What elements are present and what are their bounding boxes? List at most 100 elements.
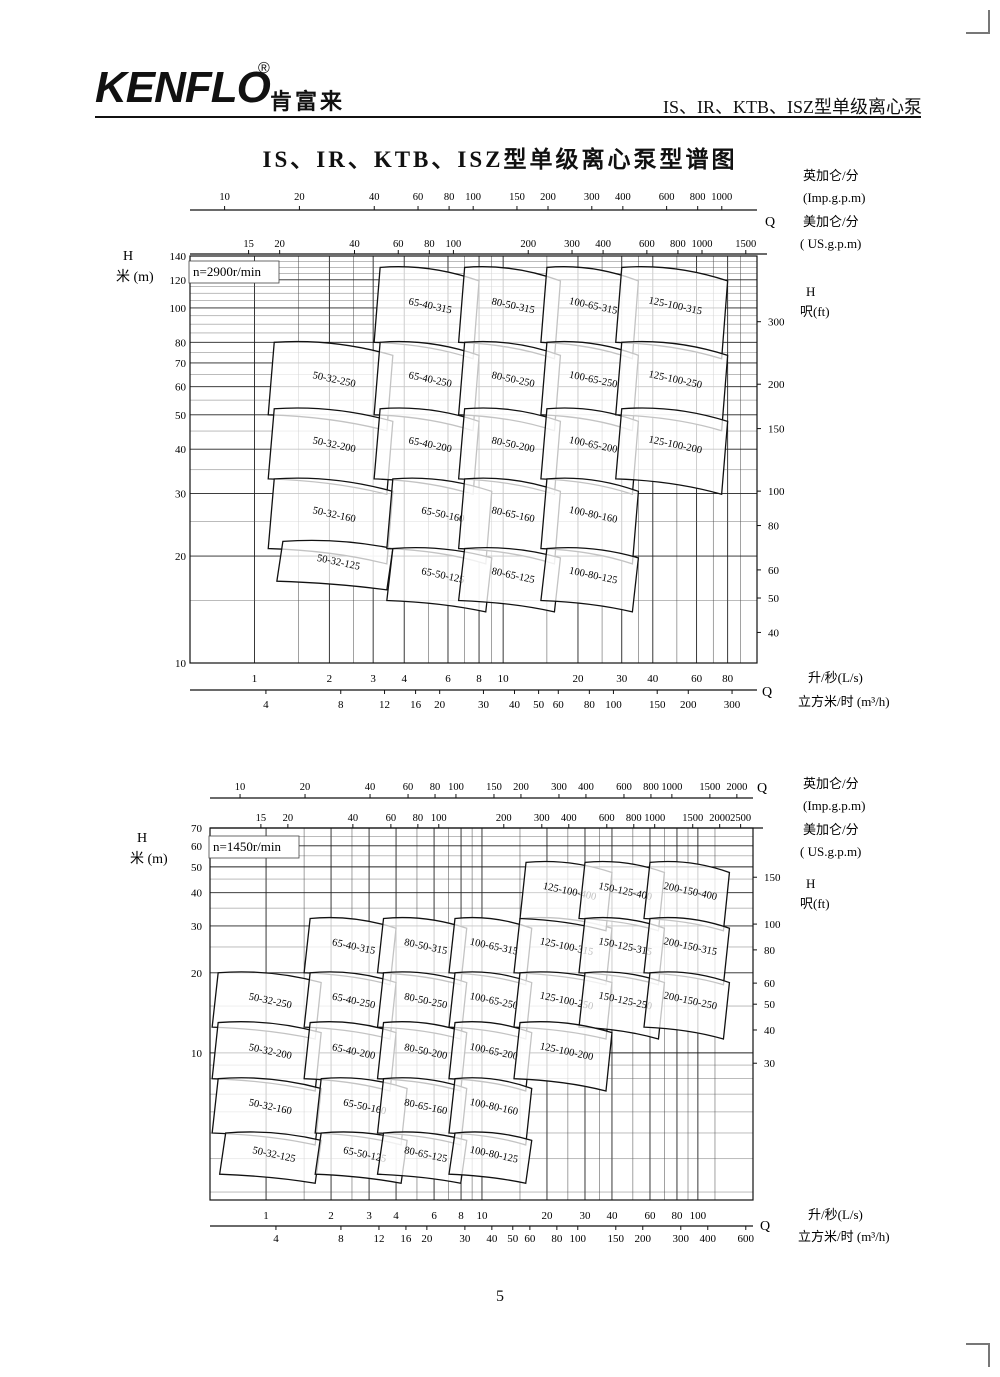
us-tick-label: 600 (599, 813, 615, 824)
brand-logo-chinese: 肯富来 (270, 89, 346, 114)
us-tick-label: 800 (670, 239, 686, 250)
us-tick-label: 300 (534, 813, 550, 824)
ft-tick-label: 30 (764, 1058, 776, 1070)
y-tick-label: 70 (191, 823, 203, 835)
ls-tick-label: 4 (401, 673, 407, 685)
ft-axis-label: H (806, 876, 815, 891)
y-tick-label: 20 (175, 551, 187, 563)
m3h-tick-label: 200 (680, 699, 697, 711)
imp-tick-label: 1000 (661, 782, 682, 793)
pump-region (513, 1021, 613, 1092)
imp-tick-label: 20 (294, 192, 305, 203)
m3h-tick-label: 60 (524, 1233, 536, 1245)
m3h-tick-label: 16 (400, 1233, 412, 1245)
ft-tick-label: 60 (768, 565, 780, 577)
y-tick-label: 70 (175, 358, 187, 370)
imp-tick-label: 300 (584, 192, 600, 203)
ls-tick-label: 4 (393, 1210, 399, 1222)
m3h-tick-label: 100 (605, 699, 622, 711)
us-tick-label: 200 (496, 813, 512, 824)
speed-label-box (188, 260, 280, 284)
m3h-tick-label: 8 (338, 1233, 344, 1245)
ft-tick-label: 40 (764, 1025, 776, 1037)
header-title: IS、IR、KTB、ISZ型单级离心泵 (662, 97, 922, 117)
header-divider (95, 116, 921, 118)
brand-logo: KENFLO (95, 63, 271, 112)
us-tick-label: 20 (274, 239, 285, 250)
y-axis-unit: 米 (m) (130, 851, 168, 867)
ls-tick-label: 6 (431, 1210, 437, 1222)
us-tick-label: 300 (564, 239, 580, 250)
imp-tick-label: 40 (365, 782, 376, 793)
pump-region (276, 539, 394, 591)
us-tick-label: 20 (283, 813, 294, 824)
ls-tick-label: 3 (370, 673, 376, 685)
m3h-tick-label: 150 (608, 1233, 625, 1245)
pump-region (540, 547, 640, 613)
imp-label-cn: 英加仑/分 (803, 168, 859, 183)
y-tick-label: 50 (175, 410, 187, 422)
imp-label: (Imp.g.p.m) (803, 798, 865, 813)
imp-tick-label: 60 (413, 192, 424, 203)
us-tick-label: 600 (639, 239, 655, 250)
m3h-tick-label: 300 (724, 699, 741, 711)
ls-tick-label: 6 (445, 673, 451, 685)
page-number: 5 (496, 1288, 504, 1305)
us-tick-label: 100 (446, 239, 462, 250)
y-tick-label: 60 (191, 841, 203, 853)
ls-tick-label: 20 (572, 673, 584, 685)
ft-tick-label: 50 (764, 999, 776, 1011)
speed-label-box (208, 835, 300, 859)
us-tick-label: 80 (413, 813, 424, 824)
page-title: IS、IR、KTB、ISZ型单级离心泵型谱图 (262, 147, 738, 172)
ft-tick-label: 150 (764, 872, 781, 884)
ls-tick-label: 1 (263, 1210, 269, 1222)
ft-tick-label: 100 (768, 486, 785, 498)
y-tick-label: 30 (175, 489, 187, 501)
us-label-cn: 美加仑/分 (803, 214, 859, 229)
m3h-tick-label: 8 (338, 699, 344, 711)
ls-tick-label: 40 (606, 1210, 618, 1222)
m3h-axis-label: 立方米/时 (m³/h) (798, 1229, 890, 1244)
y-tick-label: 120 (170, 275, 187, 287)
m3h-tick-label: 20 (421, 1233, 433, 1245)
pump-region (643, 971, 731, 1040)
imp-tick-label: 80 (444, 192, 455, 203)
y-tick-label: 40 (191, 888, 203, 900)
us-tick-label: 2000 (709, 813, 730, 824)
m3h-tick-label: 40 (486, 1233, 498, 1245)
m3h-tick-label: 150 (649, 699, 666, 711)
us-tick-label: 15 (243, 239, 254, 250)
imp-tick-label: 80 (430, 782, 441, 793)
us-label-cn: 美加仑/分 (803, 822, 859, 837)
ls-tick-label: 80 (722, 673, 734, 685)
us-tick-label: 800 (626, 813, 642, 824)
y-tick-label: 60 (175, 382, 187, 394)
y-tick-label: 20 (191, 968, 203, 980)
ls-tick-label: 60 (691, 673, 703, 685)
ls-tick-label: 20 (541, 1210, 553, 1222)
ft-axis-unit: 呎(ft) (800, 304, 830, 319)
m3h-tick-label: 40 (509, 699, 521, 711)
m3h-tick-label: 50 (507, 1233, 519, 1245)
imp-tick-label: 150 (509, 192, 525, 203)
us-tick-label: 400 (595, 239, 611, 250)
imp-tick-label: 1500 (699, 782, 720, 793)
ls-tick-label: 40 (647, 673, 659, 685)
pump-region (615, 407, 729, 496)
imp-tick-label: 400 (578, 782, 594, 793)
ls-tick-label: 10 (498, 673, 510, 685)
ft-tick-label: 150 (768, 424, 785, 436)
m3h-tick-label: 4 (263, 699, 269, 711)
pump-region (448, 1131, 533, 1185)
q-label-bottom: Q (762, 685, 772, 700)
m3h-tick-label: 60 (553, 699, 565, 711)
us-tick-label: 1500 (682, 813, 703, 824)
m3h-tick-label: 30 (459, 1233, 471, 1245)
ft-tick-label: 50 (768, 593, 780, 605)
speed-label: n=1450r/min (213, 839, 281, 854)
us-tick-label: 400 (561, 813, 577, 824)
m3h-tick-label: 300 (673, 1233, 690, 1245)
y-tick-label: 100 (170, 303, 187, 315)
